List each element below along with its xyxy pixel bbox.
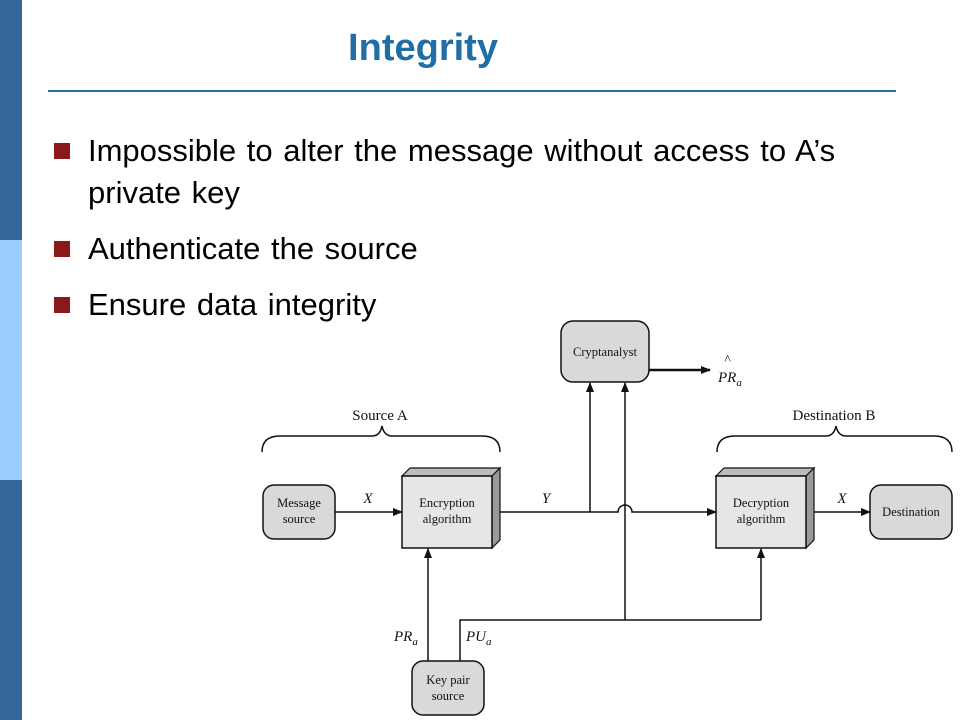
key-pair-source-node xyxy=(411,660,485,716)
decryption-label-line2: algorithm xyxy=(737,512,786,526)
destination-brace xyxy=(716,425,953,453)
bullet-list: Impossible to alter the message without … xyxy=(54,130,934,340)
key-pair-label-line1: Key pair xyxy=(426,673,470,687)
estimate-key-hat: ^ xyxy=(724,353,731,368)
message-source-label-line2: source xyxy=(283,512,316,526)
bullet-text: Authenticate the source xyxy=(88,231,418,266)
decryption-box-top xyxy=(714,467,816,477)
encryption-label-line1: Encryption xyxy=(419,496,475,510)
sidebar-segment-top xyxy=(0,0,22,240)
encryption-node xyxy=(401,475,493,549)
slide-title: Integrity xyxy=(348,27,498,69)
key-pair-label-line2: source xyxy=(432,689,465,703)
bullet-text: Ensure data integrity xyxy=(88,287,377,322)
encryption-box-top xyxy=(400,467,502,477)
destination-group-label: Destination B xyxy=(793,408,876,424)
bullet-item: Authenticate the source xyxy=(54,228,934,270)
decryption-label-line1: Decryption xyxy=(733,496,790,510)
ciphertext-arrow xyxy=(500,504,717,516)
private-key-label: PRa xyxy=(393,629,418,648)
sidebar-strip xyxy=(0,0,22,720)
title-rule xyxy=(48,90,896,92)
bullet-item: Ensure data integrity xyxy=(54,284,934,326)
source-group-label: Source A xyxy=(352,408,408,424)
encryption-label-line2: algorithm xyxy=(423,512,472,526)
decryption-box-side xyxy=(805,466,815,550)
sidebar-segment-bottom xyxy=(0,480,22,720)
sidebar-segment-middle xyxy=(0,240,22,480)
estimate-key-label: PRa xyxy=(717,370,742,389)
message-source-label-line1: Message xyxy=(277,496,321,510)
source-brace xyxy=(261,425,501,453)
cryptanalyst-node xyxy=(560,320,650,383)
plaintext-out-label: X xyxy=(836,491,847,507)
bullet-text: Impossible to alter the message without … xyxy=(88,133,836,210)
square-bullet-icon xyxy=(54,241,70,257)
public-key-line xyxy=(459,619,761,661)
bullet-item: Impossible to alter the message without … xyxy=(54,130,934,214)
ciphertext-label: Y xyxy=(542,491,552,507)
cryptanalyst-label: Cryptanalyst xyxy=(573,345,637,359)
encryption-box-side xyxy=(491,466,501,550)
square-bullet-icon xyxy=(54,297,70,313)
public-key-label: PUa xyxy=(465,629,492,648)
plaintext-in-label: X xyxy=(362,491,373,507)
square-bullet-icon xyxy=(54,143,70,159)
destination-label: Destination xyxy=(882,505,940,519)
